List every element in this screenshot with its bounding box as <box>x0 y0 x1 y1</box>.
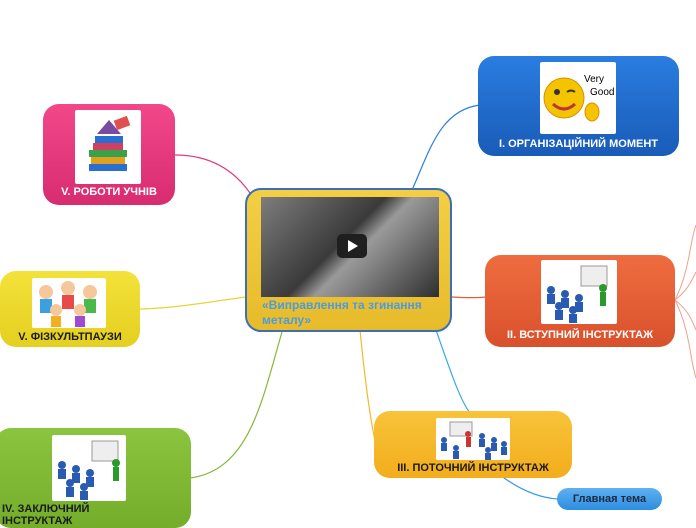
node-label: IV. ЗАКЛЮЧНИЙ ІНСТРУКТАЖ <box>2 503 90 527</box>
node-label: ІІІ. ПОТОЧНИЙ ІНСТРУКТАЖ <box>397 462 549 474</box>
svg-text:Good: Good <box>590 87 614 98</box>
books-stack-icon <box>75 110 141 184</box>
subtopic-main-theme[interactable]: Главная тема <box>557 488 662 510</box>
node-current-briefing[interactable]: ІІІ. ПОТОЧНИЙ ІНСТРУКТАЖ <box>374 411 572 478</box>
node-label: V. РОБОТИ УЧНІВ <box>61 186 157 198</box>
node-exercise-breaks[interactable]: V. ФІЗКУЛЬТПАУЗИ <box>0 271 140 347</box>
node-label: II. ВСТУПНИЙ ІНСТРУКТАЖ <box>506 329 654 341</box>
node-student-works[interactable]: V. РОБОТИ УЧНІВ <box>43 104 175 205</box>
central-topic[interactable]: «Виправлення та згинання металу» <box>245 188 452 332</box>
presentation-meeting-icon <box>541 260 617 324</box>
central-topic-title: «Виправлення та згинання металу» <box>262 298 422 327</box>
node-introductory-briefing[interactable]: II. ВСТУПНИЙ ІНСТРУКТАЖ <box>485 255 675 347</box>
kids-cartoon-icon <box>32 278 106 328</box>
node-label: V. ФІЗКУЛЬТПАУЗИ <box>18 331 122 343</box>
subtopic-label: Главная тема <box>572 493 647 505</box>
svg-text:Very: Very <box>584 74 604 85</box>
node-label: I. ОРГАНІЗАЦІЙНИЙ МОМЕНТ <box>498 138 659 150</box>
node-final-briefing[interactable]: IV. ЗАКЛЮЧНИЙ ІНСТРУКТАЖ <box>0 428 191 528</box>
node-organizational-moment[interactable]: Very Good I. ОРГАНІЗАЦІЙНИЙ МОМЕНТ <box>478 56 679 156</box>
presentation-meeting-icon <box>52 435 126 501</box>
video-thumbnail[interactable] <box>261 197 439 297</box>
play-icon[interactable] <box>337 234 367 258</box>
presentation-meeting-icon <box>436 418 510 460</box>
very-good-smiley-icon: Very Good <box>540 62 616 134</box>
